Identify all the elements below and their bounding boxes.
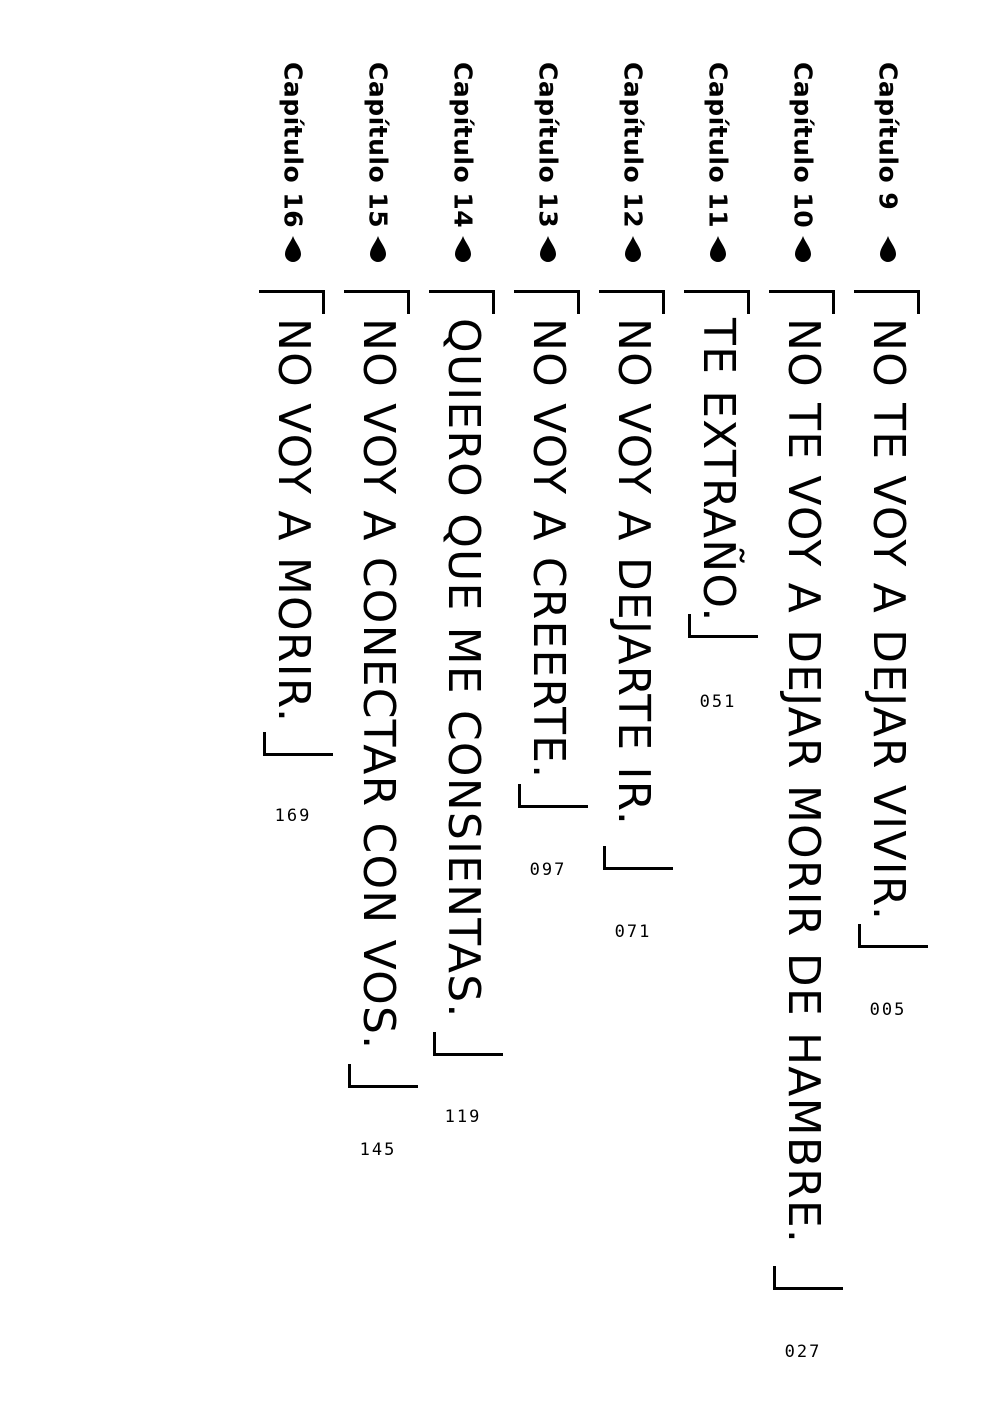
closing-bracket [263, 732, 333, 756]
chapter-title: NO TE VOY A DEJAR MORIR DE HAMBRE. [778, 318, 829, 1245]
opening-bracket [344, 290, 410, 314]
page-number: 051 [699, 692, 737, 712]
page-number: 005 [869, 1000, 907, 1020]
closing-bracket [433, 1032, 503, 1056]
opening-bracket [854, 290, 920, 314]
toc-entry-chapter-15: Capítulo 15 NO VOY A CONECTAR CON VOS. 1… [338, 0, 418, 1423]
opening-bracket [599, 290, 665, 314]
closing-bracket [858, 924, 928, 948]
toc-entry-chapter-10: Capítulo 10 NO TE VOY A DEJAR MORIR DE H… [763, 0, 843, 1423]
chapter-label: Capítulo 12 [618, 62, 648, 229]
toc-entry-chapter-16: Capítulo 16 NO VOY A MORIR. 169 [253, 0, 333, 1423]
closing-bracket [603, 846, 673, 870]
chapter-label: Capítulo 10 [788, 62, 818, 229]
opening-bracket [429, 290, 495, 314]
chapter-label: Capítulo 13 [533, 62, 563, 229]
chapter-title: NO TE VOY A DEJAR VIVIR. [863, 318, 914, 922]
drop-icon [455, 236, 471, 262]
page-number: 071 [614, 922, 652, 942]
closing-bracket [348, 1064, 418, 1088]
toc-entry-chapter-9: Capítulo 9 NO TE VOY A DEJAR VIVIR. 005 [848, 0, 928, 1423]
chapter-label: Capítulo 11 [703, 62, 733, 229]
closing-bracket [773, 1266, 843, 1290]
page-number: 145 [359, 1140, 397, 1160]
chapter-title: QUIERO QUE ME CONSIENTAS. [438, 318, 489, 1019]
chapter-title: NO VOY A CREERTE. [523, 318, 574, 780]
drop-icon [285, 236, 301, 262]
drop-icon [795, 236, 811, 262]
chapter-title: TE EXTRAÑO. [693, 318, 744, 623]
opening-bracket [769, 290, 835, 314]
chapter-label: Capítulo 14 [448, 62, 478, 229]
page-number: 097 [529, 860, 567, 880]
opening-bracket [514, 290, 580, 314]
toc-entry-chapter-11: Capítulo 11 TE EXTRAÑO. 051 [678, 0, 758, 1423]
drop-icon [540, 236, 556, 262]
drop-icon [625, 236, 641, 262]
drop-icon [370, 236, 386, 262]
page-number: 027 [784, 1342, 822, 1362]
page-number: 169 [274, 806, 312, 826]
closing-bracket [688, 614, 758, 638]
toc-entry-chapter-13: Capítulo 13 NO VOY A CREERTE. 097 [508, 0, 588, 1423]
chapter-title: NO VOY A DEJARTE IR. [608, 318, 659, 827]
toc-entry-chapter-12: Capítulo 12 NO VOY A DEJARTE IR. 071 [593, 0, 673, 1423]
chapter-title: NO VOY A CONECTAR CON VOS. [353, 318, 404, 1051]
toc-entry-chapter-14: Capítulo 14 QUIERO QUE ME CONSIENTAS. 11… [423, 0, 503, 1423]
drop-icon [880, 236, 896, 262]
chapter-label: Capítulo 16 [278, 62, 308, 229]
chapter-label: Capítulo 9 [873, 62, 903, 211]
opening-bracket [684, 290, 750, 314]
closing-bracket [518, 784, 588, 808]
opening-bracket [259, 290, 325, 314]
chapter-label: Capítulo 15 [363, 62, 393, 229]
drop-icon [710, 236, 726, 262]
page-number: 119 [444, 1107, 482, 1127]
chapter-title: NO VOY A MORIR. [268, 318, 319, 724]
